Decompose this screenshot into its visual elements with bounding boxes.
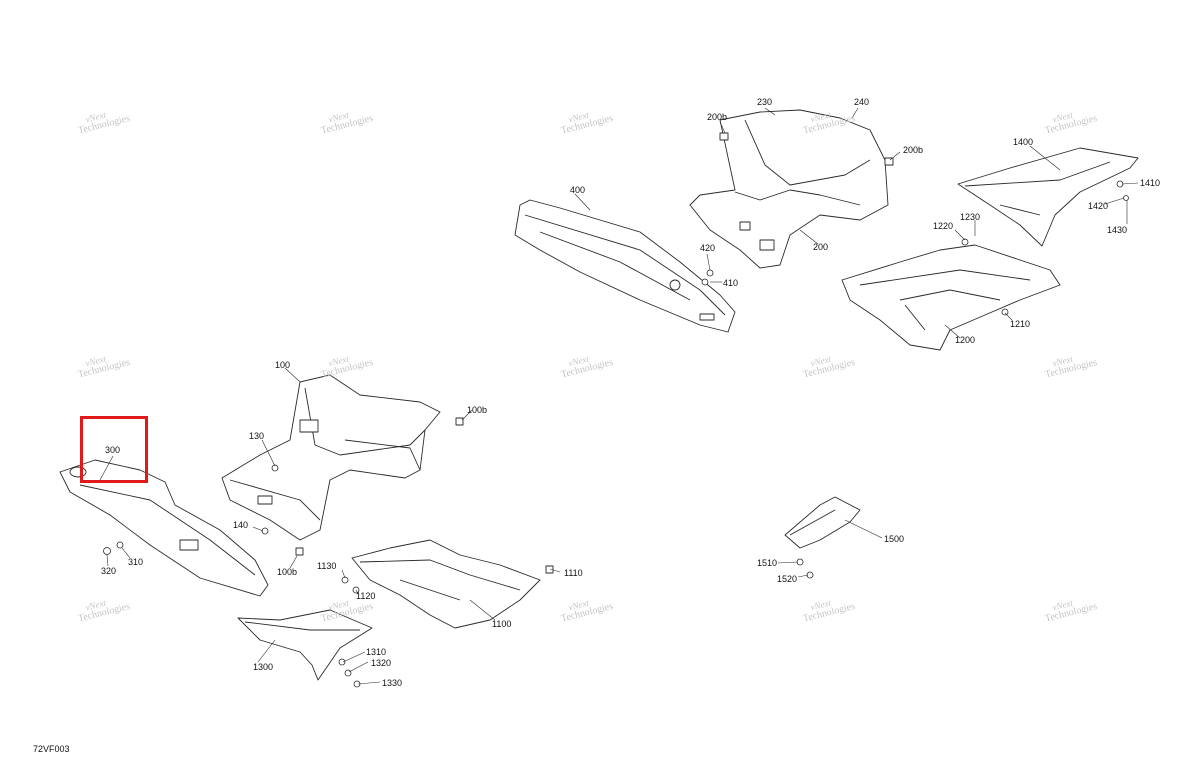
hardware bbox=[103, 180, 1129, 688]
part-100 bbox=[221, 374, 464, 556]
part-1300 bbox=[237, 609, 373, 681]
callout-1500[interactable]: 1500 bbox=[884, 534, 905, 544]
callout-1510[interactable]: 1510 bbox=[757, 558, 778, 568]
callout-1230[interactable]: 1230 bbox=[960, 212, 981, 222]
callout-1400[interactable]: 1400 bbox=[1013, 137, 1034, 147]
callout-100[interactable]: 100 bbox=[275, 360, 291, 370]
callout-320[interactable]: 320 bbox=[101, 566, 117, 576]
leader-lines bbox=[99, 107, 1139, 685]
callout-240[interactable]: 240 bbox=[854, 97, 870, 107]
part-200 bbox=[689, 109, 894, 269]
callout-1200[interactable]: 1200 bbox=[955, 335, 976, 345]
part-1100 bbox=[351, 539, 554, 629]
callout-1520[interactable]: 1520 bbox=[777, 574, 798, 584]
callout-230[interactable]: 230 bbox=[757, 97, 773, 107]
callout-1110[interactable]: 1110 bbox=[564, 568, 583, 578]
callout-100b[interactable]: 100b bbox=[467, 405, 488, 415]
callout-410[interactable]: 410 bbox=[723, 278, 739, 288]
callout-420[interactable]: 420 bbox=[700, 243, 716, 253]
callout-200[interactable]: 200 bbox=[813, 242, 829, 252]
callout-1410[interactable]: 1410 bbox=[1140, 178, 1161, 188]
part-1400 bbox=[957, 147, 1139, 247]
callout-130[interactable]: 130 bbox=[249, 431, 265, 441]
selected-part-highlight[interactable] bbox=[80, 416, 148, 483]
callout-1130[interactable]: 1130 bbox=[317, 561, 337, 571]
callout-1430[interactable]: 1430 bbox=[1107, 225, 1128, 235]
callout-1220[interactable]: 1220 bbox=[933, 221, 954, 231]
callout-1300[interactable]: 1300 bbox=[253, 662, 274, 672]
callout-200b[interactable]: 200b bbox=[903, 145, 924, 155]
callout-1330[interactable]: 1330 bbox=[382, 678, 403, 688]
callout-1310[interactable]: 1310 bbox=[366, 647, 387, 657]
callout-300[interactable]: 300 bbox=[105, 445, 121, 455]
part-400 bbox=[514, 199, 736, 333]
callout-1210[interactable]: 1210 bbox=[1010, 319, 1031, 329]
callout-100b[interactable]: 100b bbox=[277, 567, 298, 577]
part-1200 bbox=[841, 244, 1061, 351]
callout-200b[interactable]: 200b bbox=[707, 112, 728, 122]
part-1500 bbox=[784, 496, 861, 549]
callout-140[interactable]: 140 bbox=[233, 520, 249, 530]
callout-1120[interactable]: 1120 bbox=[356, 591, 376, 601]
callout-1320[interactable]: 1320 bbox=[371, 658, 392, 668]
callout-1420[interactable]: 1420 bbox=[1088, 201, 1109, 211]
callout-1100[interactable]: 1100 bbox=[492, 619, 512, 629]
callout-400[interactable]: 400 bbox=[570, 185, 586, 195]
callout-310[interactable]: 310 bbox=[128, 557, 144, 567]
diagram-reference-code: 72VF003 bbox=[33, 744, 70, 754]
